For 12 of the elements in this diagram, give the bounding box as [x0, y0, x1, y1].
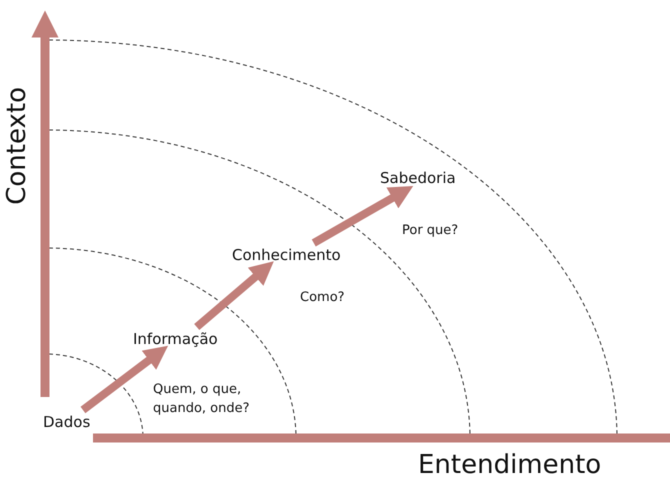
- question-text: Quem, o que, quando, onde?: [153, 381, 251, 418]
- level-label: Dados: [43, 412, 90, 432]
- level-label: Conhecimento: [232, 245, 341, 265]
- axis-title: Contexto: [2, 87, 32, 205]
- level-label: Informação: [133, 329, 218, 349]
- arrow: [312, 186, 414, 246]
- level-label: Sabedoria: [380, 168, 456, 188]
- question-text: Por que?: [402, 222, 460, 240]
- question-text: Como?: [300, 289, 346, 307]
- arrow: [194, 261, 274, 330]
- arrow: [80, 346, 168, 414]
- axis-title: Entendimento: [418, 450, 602, 480]
